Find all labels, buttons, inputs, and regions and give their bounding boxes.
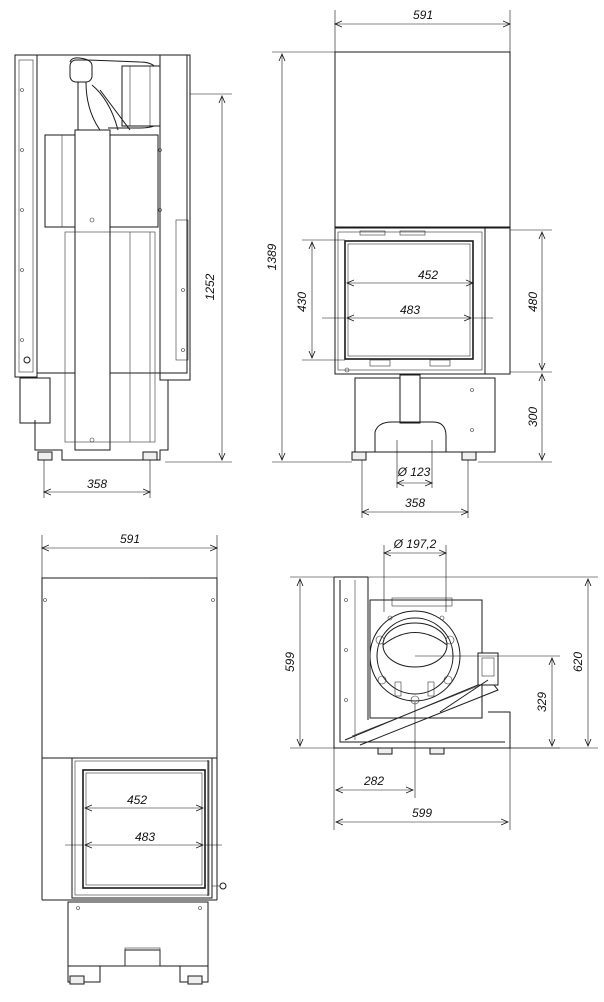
side-depth-dimension: 358 (44, 460, 150, 498)
corner-glass-inner-width-label: 452 (127, 793, 147, 807)
top-view (333, 576, 511, 755)
front-glass-height-label: 430 (295, 292, 309, 312)
corner-glass-inner-width-dimension: 452 (85, 793, 203, 808)
front-flue-diameter-dimension: Ø 123 (397, 440, 432, 488)
top-left-depth-label: 599 (283, 652, 297, 672)
side-height-dimension: 1252 (165, 93, 232, 463)
top-right-depth-label: 620 (571, 652, 585, 672)
top-left-depth-dimension: 599 (283, 576, 334, 749)
top-width-label: 599 (412, 806, 432, 820)
top-flue-diameter-label: Ø 197,2 (393, 537, 437, 551)
front-glass-outer-width-dimension: 483 (322, 303, 493, 318)
top-right-depth-dimension: 620 (368, 576, 598, 749)
front-total-height-label: 1389 (265, 243, 279, 270)
top-flue-diameter-dimension: Ø 197,2 (384, 537, 446, 612)
front-door-height-dimension: 480 (510, 229, 552, 373)
front-glass-inner-width-label: 452 (418, 268, 438, 282)
front-width-dimension: 591 (335, 8, 510, 52)
top-flue-x-label: 282 (363, 774, 384, 788)
corner-width-dimension: 591 (42, 532, 217, 578)
top-width-dimension: 599 (336, 748, 511, 830)
front-glass-outer-width-label: 483 (400, 303, 420, 317)
side-depth-label: 358 (87, 477, 107, 491)
front-glass-inner-width-dimension: 452 (347, 268, 473, 283)
corner-glass-outer-width-label: 483 (135, 830, 155, 844)
front-flue-diameter-label: Ø 123 (397, 465, 431, 479)
corner-width-label: 591 (120, 532, 140, 546)
side-height-label: 1252 (203, 273, 217, 300)
corner-front-view (41, 577, 227, 985)
corner-glass-outer-width-dimension: 483 (65, 830, 222, 845)
front-total-height-dimension: 1389 (265, 51, 352, 463)
top-flue-offset-label: 329 (535, 692, 549, 712)
front-base-width-label: 358 (405, 496, 425, 510)
front-width-label: 591 (413, 8, 433, 22)
front-base-height-label: 300 (526, 407, 540, 427)
front-base-height-dimension: 300 (478, 374, 552, 463)
top-flue-x-dimension: 282 (333, 702, 416, 830)
front-view (334, 51, 511, 461)
side-view (14, 54, 191, 461)
top-flue-offset-dimension: 329 (415, 655, 560, 749)
front-glass-height-dimension: 430 (295, 239, 345, 361)
front-base-width-dimension: 358 (362, 460, 468, 518)
front-door-height-label: 480 (526, 292, 540, 312)
